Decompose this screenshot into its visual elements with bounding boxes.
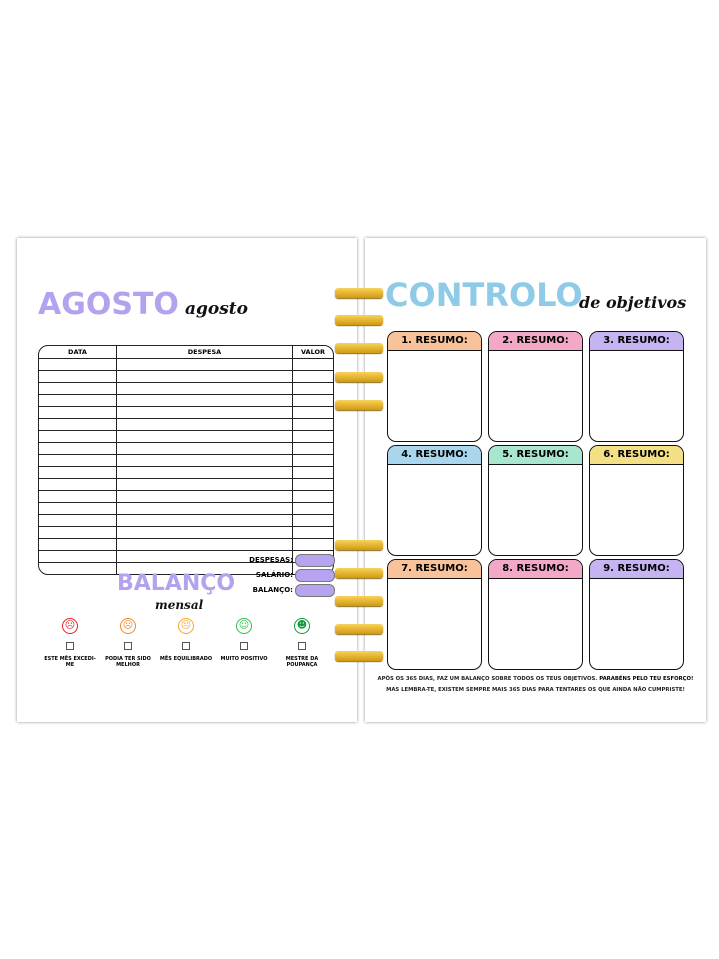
- resumo-box[interactable]: 6. RESUMO:: [589, 445, 684, 556]
- balanco-title: BALANÇO: [117, 571, 236, 596]
- table-row[interactable]: [39, 455, 333, 467]
- spiral-ring-icon: [335, 651, 383, 661]
- footer-bold: PARABÉNS PELO TEU ESFORÇO!: [599, 676, 694, 682]
- spiral-ring-icon: [335, 400, 383, 410]
- spiral-ring-icon: [335, 568, 383, 578]
- col-valor: VALOR: [293, 346, 333, 359]
- resumo-box[interactable]: 3. RESUMO:: [589, 331, 684, 442]
- table-row[interactable]: [39, 467, 333, 479]
- resumo-header: 2. RESUMO:: [489, 332, 582, 351]
- mood-face-icon: ☺: [236, 618, 252, 634]
- table-row[interactable]: [39, 563, 333, 574]
- expense-table: DATA DESPESA VALOR: [38, 345, 334, 575]
- mood-label: MESTRE DA POUPANÇA: [285, 656, 319, 668]
- mood-option[interactable]: ☺ MUITO POSITIVO: [215, 618, 273, 662]
- mood-checkbox[interactable]: [240, 642, 248, 650]
- left-page: AGOSTO agosto DATA DESPESA VALOR DESPESA…: [17, 238, 357, 722]
- table-row[interactable]: [39, 491, 333, 503]
- despesas-label: DESPESAS:: [249, 556, 293, 564]
- mood-checkbox[interactable]: [66, 642, 74, 650]
- balanco-field[interactable]: [295, 584, 335, 597]
- objetivos-script: de objetivos: [579, 293, 687, 312]
- resumo-header: 4. RESUMO:: [388, 446, 481, 465]
- table-row[interactable]: [39, 503, 333, 515]
- table-row[interactable]: [39, 419, 333, 431]
- balanco-script: mensal: [155, 598, 204, 612]
- table-row[interactable]: [39, 443, 333, 455]
- resumo-box[interactable]: 7. RESUMO:: [387, 559, 482, 670]
- resumo-box[interactable]: 2. RESUMO:: [488, 331, 583, 442]
- footer-line-2: MAS LEMBRA-TE, EXISTEM SEMPRE MAIS 365 D…: [386, 687, 685, 693]
- mood-face-icon: 😐: [178, 618, 194, 634]
- spiral-ring-icon: [335, 315, 383, 325]
- table-row[interactable]: [39, 431, 333, 443]
- despesas-field[interactable]: [295, 554, 335, 567]
- resumo-header: 8. RESUMO:: [489, 560, 582, 579]
- spiral-ring-icon: [335, 540, 383, 550]
- footer-line-1: APÓS OS 365 DIAS, FAZ UM BALANÇO SOBRE T…: [365, 675, 706, 684]
- resumo-header: 1. RESUMO:: [388, 332, 481, 351]
- resumo-header: 3. RESUMO:: [590, 332, 683, 351]
- resumo-box[interactable]: 4. RESUMO:: [387, 445, 482, 556]
- table-row[interactable]: [39, 359, 333, 371]
- spiral-ring-icon: [335, 624, 383, 634]
- resumo-header: 7. RESUMO:: [388, 560, 481, 579]
- table-row[interactable]: [39, 383, 333, 395]
- mood-face-icon: ☹: [62, 618, 78, 634]
- salario-field[interactable]: [295, 569, 335, 582]
- mood-face-icon: ☻: [294, 618, 310, 634]
- mood-option[interactable]: ☻ MESTRE DA POUPANÇA: [273, 618, 331, 668]
- mood-checkbox[interactable]: [182, 642, 190, 650]
- spiral-ring-icon: [335, 596, 383, 606]
- table-row[interactable]: [39, 371, 333, 383]
- col-data: DATA: [39, 346, 117, 359]
- right-page: CONTROLO de objetivos 1. RESUMO: 2. RESUM…: [365, 238, 706, 722]
- resumo-box[interactable]: 5. RESUMO:: [488, 445, 583, 556]
- table-row[interactable]: [39, 479, 333, 491]
- spiral-ring-icon: [335, 288, 383, 298]
- spiral-ring-icon: [335, 372, 383, 382]
- month-title: AGOSTO: [38, 287, 179, 322]
- mood-checkbox[interactable]: [124, 642, 132, 650]
- col-despesa: DESPESA: [117, 346, 293, 359]
- table-row[interactable]: [39, 539, 333, 551]
- table-row[interactable]: [39, 527, 333, 539]
- footer-text: APÓS OS 365 DIAS, FAZ UM BALANÇO SOBRE T…: [377, 676, 598, 682]
- resumo-box[interactable]: 1. RESUMO:: [387, 331, 482, 442]
- table-row[interactable]: [39, 395, 333, 407]
- resumo-header: 5. RESUMO:: [489, 446, 582, 465]
- salario-label: SALÁRIO:: [255, 571, 293, 579]
- mood-option[interactable]: ☹ ESTE MÊS EXCEDI-ME: [41, 618, 99, 668]
- resumo-header: 9. RESUMO:: [590, 560, 683, 579]
- resumo-box[interactable]: 9. RESUMO:: [589, 559, 684, 670]
- mood-label: ESTE MÊS EXCEDI-ME: [44, 656, 96, 668]
- mood-face-icon: ☹: [120, 618, 136, 634]
- month-script: agosto: [185, 299, 249, 319]
- mood-option[interactable]: ☹ PODIA TER SIDO MELHOR: [99, 618, 157, 668]
- mood-option[interactable]: 😐 MÊS EQUILIBRADO: [157, 618, 215, 662]
- mood-checkbox[interactable]: [298, 642, 306, 650]
- balanco-label: BALANÇO:: [252, 586, 293, 594]
- controlo-title: CONTROLO: [385, 276, 583, 314]
- mood-label: PODIA TER SIDO MELHOR: [105, 656, 151, 668]
- table-row[interactable]: [39, 407, 333, 419]
- resumo-box[interactable]: 8. RESUMO:: [488, 559, 583, 670]
- mood-label: MUITO POSITIVO: [220, 656, 268, 662]
- resumo-header: 6. RESUMO:: [590, 446, 683, 465]
- mood-label: MÊS EQUILIBRADO: [159, 656, 213, 662]
- table-row[interactable]: [39, 515, 333, 527]
- spiral-ring-icon: [335, 343, 383, 353]
